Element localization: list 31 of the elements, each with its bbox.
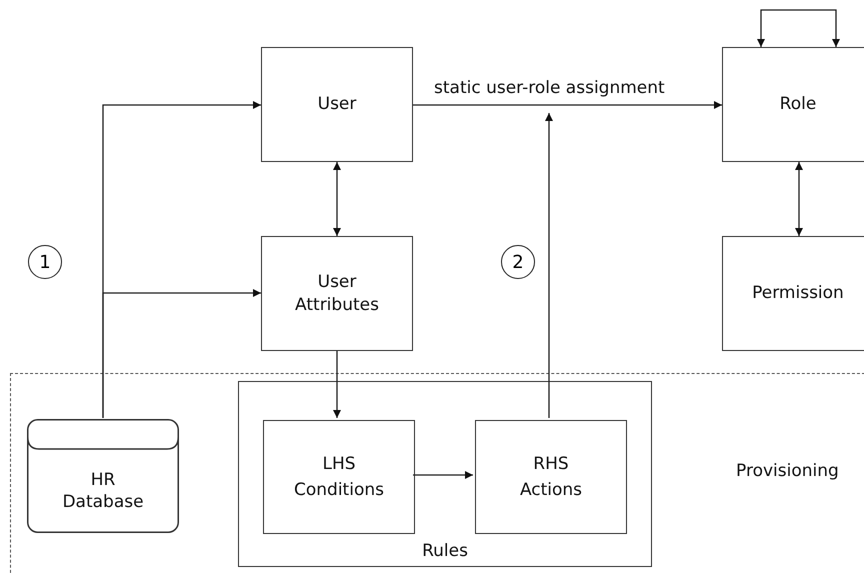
node-label: Actions [520,479,582,502]
group-box [238,381,652,567]
node-label: HR Database [61,468,145,514]
node-label: Permission [752,282,844,305]
node-label: LHS [322,452,356,475]
arrow [102,289,261,418]
edge-label: static user-role assignment [432,78,667,98]
arrow [545,113,553,418]
arrow [333,162,341,236]
dashed-region [10,373,864,573]
node-label: User [318,93,356,116]
database-box [27,419,179,533]
group-label: Rules [421,540,469,562]
region-label: Provisioning [736,460,839,482]
callout-number: 2 [501,245,535,279]
node-label: RHS [533,452,569,475]
arrow [413,471,473,479]
process-box [475,420,627,534]
arrow [795,162,803,236]
callout-number: 1 [28,245,62,279]
node-label: User Attributes [294,271,380,316]
process-box [722,236,864,351]
arrow [757,9,840,47]
node-label: Conditions [294,479,384,502]
arrow [413,101,722,109]
process-box [261,236,413,351]
arrow [333,351,341,418]
node-label: Role [780,93,816,116]
process-box [263,420,415,534]
process-box [722,47,864,162]
process-box [261,47,413,162]
